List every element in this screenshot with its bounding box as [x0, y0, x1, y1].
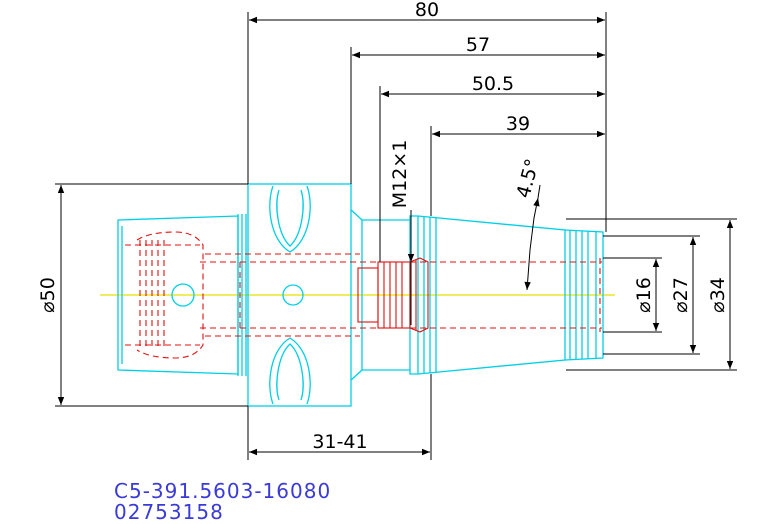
thread-detail [357, 257, 429, 333]
dim-80: 80 [415, 0, 439, 21]
dimension-lines [57, 16, 734, 456]
extension-lines [55, 12, 737, 460]
dim-57: 57 [466, 34, 490, 56]
dim-dia-50: ⌀50 [37, 277, 59, 313]
part-number: C5-391.5603-16080 [114, 479, 332, 503]
dim-thread: M12×1 [389, 140, 411, 209]
dim-50-5: 50.5 [472, 73, 514, 95]
dim-clamp-range: 31-41 [312, 431, 367, 453]
cross-hole-left [171, 283, 195, 307]
leader-4-5 [537, 184, 541, 199]
dim-angle: 4.5° [512, 156, 544, 200]
dim-dia-27: ⌀27 [670, 277, 692, 313]
tool-outline [117, 183, 604, 407]
dim-dia-16: ⌀16 [633, 277, 655, 313]
dim-39: 39 [506, 113, 530, 135]
part-code: 02753158 [114, 500, 224, 524]
cross-hole-right [282, 284, 304, 306]
dim-dia-34: ⌀34 [707, 277, 729, 313]
